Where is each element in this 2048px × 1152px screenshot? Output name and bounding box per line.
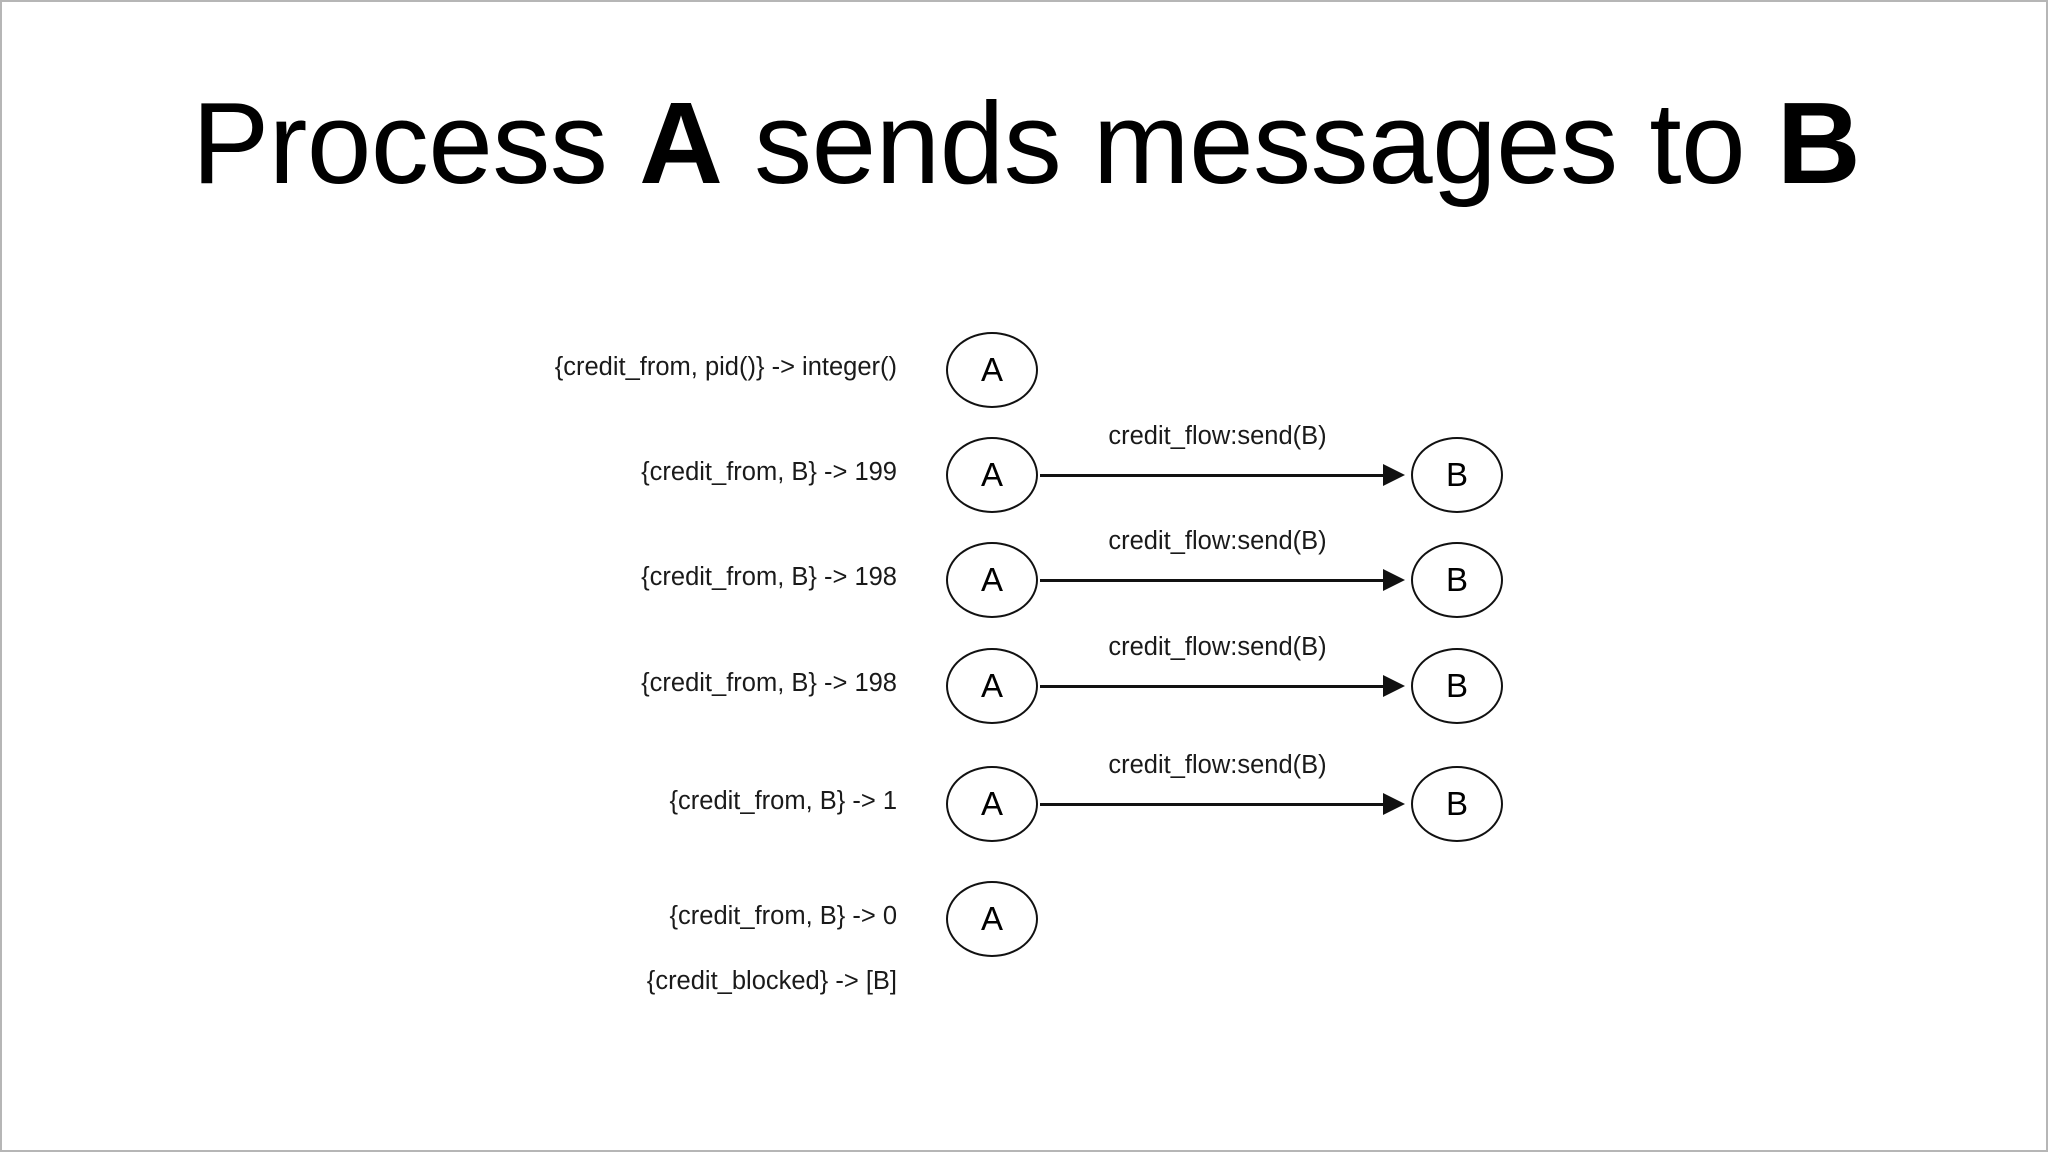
edge-label: credit_flow:send(B) <box>1108 751 1327 779</box>
message-arrow-line <box>1040 802 1395 806</box>
node-process-a: A <box>946 437 1038 513</box>
state-label: {credit_from, B} -> 0 <box>669 902 897 930</box>
edge-label: credit_flow:send(B) <box>1108 633 1327 661</box>
state-label: {credit_from, B} -> 199 <box>641 458 897 486</box>
state-label: {credit_from, B} -> 198 <box>641 563 897 591</box>
node-process-b: B <box>1411 437 1503 513</box>
state-label: {credit_blocked} -> [B] <box>646 967 897 995</box>
state-label: {credit_from, B} -> 198 <box>641 669 897 697</box>
edge-label: credit_flow:send(B) <box>1108 527 1327 555</box>
arrow-head-icon <box>1383 464 1405 486</box>
page-title: Process A sends messages to B <box>2 78 2046 208</box>
node-process-a: A <box>946 332 1038 408</box>
node-process-a: A <box>946 648 1038 724</box>
title-bold-a: A <box>639 78 723 208</box>
node-process-a: A <box>946 881 1038 957</box>
node-process-b: B <box>1411 766 1503 842</box>
message-arrow-line <box>1040 578 1395 582</box>
title-bold-b: B <box>1776 78 1861 208</box>
arrow-head-icon <box>1383 569 1405 591</box>
message-arrow-line <box>1040 473 1395 477</box>
title-prefix: Process <box>191 78 640 208</box>
node-process-a: A <box>946 542 1038 618</box>
state-label: {credit_from, pid()} -> integer() <box>554 353 897 381</box>
title-middle: sends messages to <box>722 78 1777 208</box>
node-process-a: A <box>946 766 1038 842</box>
arrow-head-icon <box>1383 675 1405 697</box>
arrow-head-icon <box>1383 793 1405 815</box>
node-process-b: B <box>1411 542 1503 618</box>
message-arrow-line <box>1040 684 1395 688</box>
edge-label: credit_flow:send(B) <box>1108 422 1327 450</box>
node-process-b: B <box>1411 648 1503 724</box>
state-label: {credit_from, B} -> 1 <box>669 787 897 815</box>
